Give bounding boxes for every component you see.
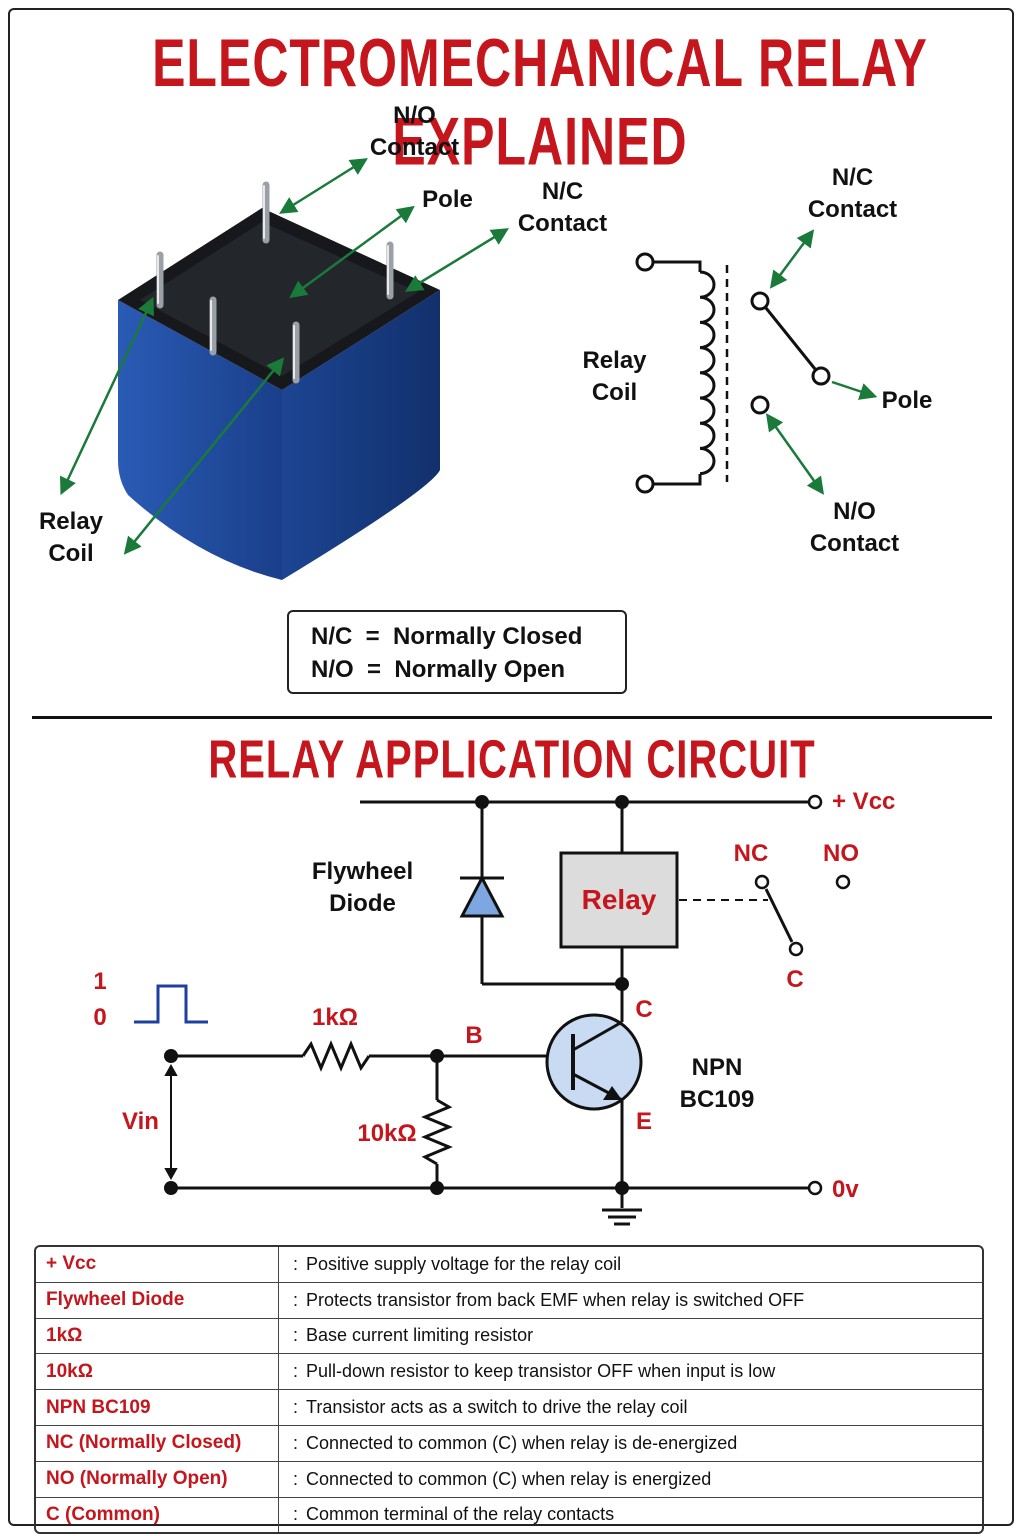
flywheel-diode-label: Flywheel Diode [311, 858, 414, 917]
relay-symbol [635, 252, 831, 494]
table-desc: Protects transistor from back EMF when r… [306, 1289, 805, 1310]
table-row: NO (Normally Open) :Connected to common … [36, 1461, 982, 1498]
table-row: NPN BC109 :Transistor acts as a switch t… [36, 1390, 982, 1426]
symbol-label-nc-contact: N/C Contact [807, 164, 898, 223]
r2-label: 10kΩ [357, 1120, 417, 1147]
table-desc: Positive supply voltage for the relay co… [306, 1253, 622, 1274]
table-desc: Connected to common (C) when relay is de… [306, 1432, 738, 1453]
table-desc: Pull-down resistor to keep transistor OF… [306, 1361, 776, 1382]
vcc-label: + Vcc [832, 788, 896, 815]
vin-arrow [164, 1063, 178, 1181]
transistor-label: NPN BC109 [679, 1054, 755, 1113]
photo-label-nc-contact: N/C Contact [517, 178, 608, 237]
component-table: + Vcc :Positive supply voltage for the r… [34, 1245, 984, 1535]
table-term: + Vcc [46, 1253, 97, 1275]
circuit-title: RELAY APPLICATION CIRCUIT [208, 730, 816, 790]
photo-label-pole: Pole [422, 186, 473, 213]
table-row: NC (Normally Closed) :Connected to commo… [36, 1425, 982, 1462]
legend-nc: N/C = Normally Closed [311, 623, 583, 650]
pulse-high-label: 1 [93, 968, 107, 995]
table-desc: Connected to common (C) when relay is en… [306, 1468, 712, 1489]
page-title: ELECTROMECHANICAL RELAY EXPLAINED [152, 25, 928, 180]
transistor-symbol [545, 1013, 643, 1111]
symbol-label-relay-coil: Relay Coil [582, 347, 647, 406]
photo-label-relay-coil: Relay Coil [38, 508, 104, 567]
no-label: NO [823, 840, 859, 867]
table-term: 10kΩ [46, 1360, 93, 1382]
symbol-label-pole: Pole [881, 387, 933, 414]
outer-frame [8, 8, 1014, 1526]
photo-arrows [60, 158, 509, 555]
table-row: Flywheel Diode :Protects transistor from… [36, 1282, 982, 1319]
collector-label: C [635, 996, 653, 1023]
section-divider [32, 716, 992, 719]
junction-dots [164, 795, 629, 1195]
relay-box [559, 851, 679, 949]
symbol-label-no-contact: N/O Contact [809, 498, 900, 557]
table-term: NO (Normally Open) [46, 1468, 228, 1490]
nc-label: NC [733, 840, 769, 867]
table-desc: Transistor acts as a switch to drive the… [306, 1397, 688, 1418]
base-label: B [465, 1022, 483, 1049]
photo-label-no-contact: N/O Contact [369, 102, 460, 161]
table-desc: Base current limiting resistor [306, 1325, 534, 1346]
table-term: 1kΩ [46, 1324, 83, 1346]
table-term: NC (Normally Closed) [46, 1432, 242, 1454]
pulse-waveform [134, 984, 208, 1024]
table-row: 10kΩ :Pull-down resistor to keep transis… [36, 1354, 982, 1391]
table-desc: Common terminal of the relay contacts [306, 1504, 615, 1525]
relay-photo [118, 181, 440, 580]
table-row: 1kΩ :Base current limiting resistor [36, 1318, 982, 1355]
relay-label: Relay [581, 884, 657, 915]
vin-label: Vin [122, 1108, 159, 1135]
pulse-low-label: 0 [93, 1004, 107, 1031]
table-row: + Vcc :Positive supply voltage for the r… [36, 1247, 982, 1283]
zero-v-label: 0v [832, 1176, 859, 1203]
common-c-label: C [786, 966, 804, 993]
abbreviation-legend: N/C = Normally Closed N/O = Normally Ope… [287, 610, 627, 694]
table-row: C (Common) :Common terminal of the relay… [36, 1497, 982, 1533]
emitter-label: E [635, 1108, 652, 1135]
table-term: NPN BC109 [46, 1396, 151, 1418]
table-term: Flywheel Diode [46, 1289, 185, 1311]
symbol-arrows [765, 229, 878, 495]
flywheel-diode-symbol [459, 874, 505, 918]
legend-no: N/O = Normally Open [311, 656, 566, 683]
table-term: C (Common) [46, 1503, 160, 1525]
r1-label: 1kΩ [312, 1004, 358, 1031]
